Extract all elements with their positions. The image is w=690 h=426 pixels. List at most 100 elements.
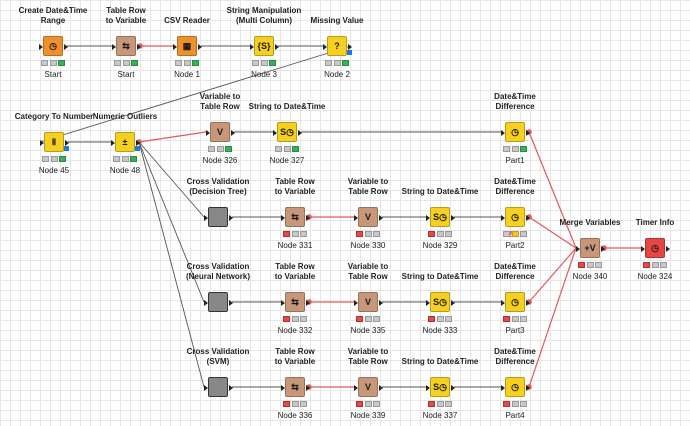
- datetime-difference-icon[interactable]: ◷: [501, 207, 530, 227]
- input-port[interactable]: [323, 44, 327, 50]
- input-port[interactable]: [40, 140, 44, 146]
- input-port[interactable]: [39, 44, 43, 50]
- table-to-variable-icon[interactable]: ⇆: [281, 207, 310, 227]
- output-port[interactable]: [451, 385, 455, 391]
- input-port[interactable]: [354, 300, 358, 306]
- input-port[interactable]: [204, 385, 208, 391]
- input-port[interactable]: [576, 246, 580, 252]
- input-port[interactable]: [641, 246, 645, 252]
- input-port[interactable]: [354, 215, 358, 221]
- status-light-red: [41, 60, 48, 66]
- variable-to-table-icon[interactable]: V: [354, 207, 383, 227]
- missing-value-icon[interactable]: ?: [323, 36, 352, 56]
- node-glyph: +V: [584, 242, 596, 253]
- node-title: Category To Number: [14, 112, 94, 121]
- meta-node-icon[interactable]: [204, 292, 233, 312]
- string-to-datetime-icon[interactable]: S◷: [426, 292, 455, 312]
- input-port[interactable]: [281, 300, 285, 306]
- output-port[interactable]: [229, 385, 233, 391]
- status-light-red: [175, 60, 182, 66]
- output-port[interactable]: [526, 385, 530, 391]
- output-port[interactable]: [231, 130, 235, 136]
- input-port[interactable]: [273, 130, 277, 136]
- output-port[interactable]: [298, 130, 302, 136]
- datetime-difference-icon[interactable]: ◷: [501, 292, 530, 312]
- input-port[interactable]: [173, 44, 177, 50]
- output-port[interactable]: [306, 300, 310, 306]
- node-title: Variable to Table Row: [347, 347, 389, 366]
- output-port[interactable]: [229, 300, 233, 306]
- status-light-green: [300, 316, 307, 322]
- calendar-range-icon[interactable]: ◷: [39, 36, 68, 56]
- connection-n48-cvdt: [138, 141, 205, 218]
- variable-to-table-icon[interactable]: V: [206, 122, 235, 142]
- output-port[interactable]: [526, 300, 530, 306]
- string-to-datetime-icon[interactable]: S◷: [426, 377, 455, 397]
- output-port[interactable]: [526, 130, 530, 136]
- output-port[interactable]: [601, 246, 605, 252]
- output-port[interactable]: [137, 44, 141, 50]
- input-port[interactable]: [281, 215, 285, 221]
- input-port[interactable]: [206, 130, 210, 136]
- output-port[interactable]: [198, 44, 202, 50]
- input-port[interactable]: [204, 215, 208, 221]
- input-port[interactable]: [111, 140, 115, 146]
- input-port[interactable]: [354, 385, 358, 391]
- table-to-variable-icon[interactable]: ⇆: [281, 377, 310, 397]
- datetime-difference-icon[interactable]: ◷: [501, 122, 530, 142]
- connection-n48-cvnn: [138, 141, 205, 303]
- input-port[interactable]: [204, 300, 208, 306]
- input-port[interactable]: [426, 385, 430, 391]
- input-port[interactable]: [426, 215, 430, 221]
- output-port[interactable]: [379, 215, 383, 221]
- meta-node-icon[interactable]: [204, 377, 233, 397]
- category-to-number-icon[interactable]: Ⅱ: [40, 132, 69, 152]
- input-port[interactable]: [501, 215, 505, 221]
- input-port[interactable]: [281, 385, 285, 391]
- status-light-red: [356, 316, 363, 322]
- output-port[interactable]: [275, 44, 279, 50]
- status-light-green: [225, 146, 232, 152]
- table-to-variable-icon[interactable]: ⇆: [112, 36, 141, 56]
- numeric-outliers-icon[interactable]: ±: [111, 132, 140, 152]
- output-port[interactable]: [306, 385, 310, 391]
- output-port[interactable]: [379, 385, 383, 391]
- output-port[interactable]: [229, 215, 233, 221]
- output-port[interactable]: [451, 215, 455, 221]
- input-port[interactable]: [501, 385, 505, 391]
- node-title: Timer Info: [635, 218, 675, 227]
- input-port[interactable]: [501, 300, 505, 306]
- output-port[interactable]: [306, 215, 310, 221]
- timer-info-icon[interactable]: ◷: [641, 238, 670, 258]
- string-to-datetime-icon[interactable]: S◷: [426, 207, 455, 227]
- input-port[interactable]: [426, 300, 430, 306]
- string-manipulation-icon[interactable]: {S}: [250, 36, 279, 56]
- input-port[interactable]: [112, 44, 116, 50]
- csv-reader-icon[interactable]: ▦: [173, 36, 202, 56]
- status-light-amber: [436, 401, 444, 407]
- input-port[interactable]: [250, 44, 254, 50]
- string-to-datetime-icon[interactable]: S◷: [273, 122, 302, 142]
- meta-node-icon[interactable]: [204, 207, 233, 227]
- variable-to-table-icon[interactable]: V: [354, 377, 383, 397]
- output-port[interactable]: [666, 246, 670, 252]
- output-port[interactable]: [136, 140, 140, 146]
- output-port[interactable]: [451, 300, 455, 306]
- status-light-green: [445, 231, 452, 237]
- output-port[interactable]: [65, 140, 69, 146]
- output-port[interactable]: [348, 44, 352, 50]
- node-title: Date&Time Difference: [494, 347, 536, 366]
- output-port[interactable]: [526, 215, 530, 221]
- node-label: Node 333: [422, 326, 458, 335]
- status-light-red: [252, 60, 259, 66]
- variable-to-table-icon[interactable]: V: [354, 292, 383, 312]
- merge-variables-icon[interactable]: +V: [576, 238, 605, 258]
- output-port[interactable]: [64, 44, 68, 50]
- datetime-difference-icon[interactable]: ◷: [501, 377, 530, 397]
- input-port[interactable]: [501, 130, 505, 136]
- table-to-variable-icon[interactable]: ⇆: [281, 292, 310, 312]
- status-light-amber: [291, 401, 299, 407]
- node-status-lights: [283, 401, 307, 408]
- output-port[interactable]: [379, 300, 383, 306]
